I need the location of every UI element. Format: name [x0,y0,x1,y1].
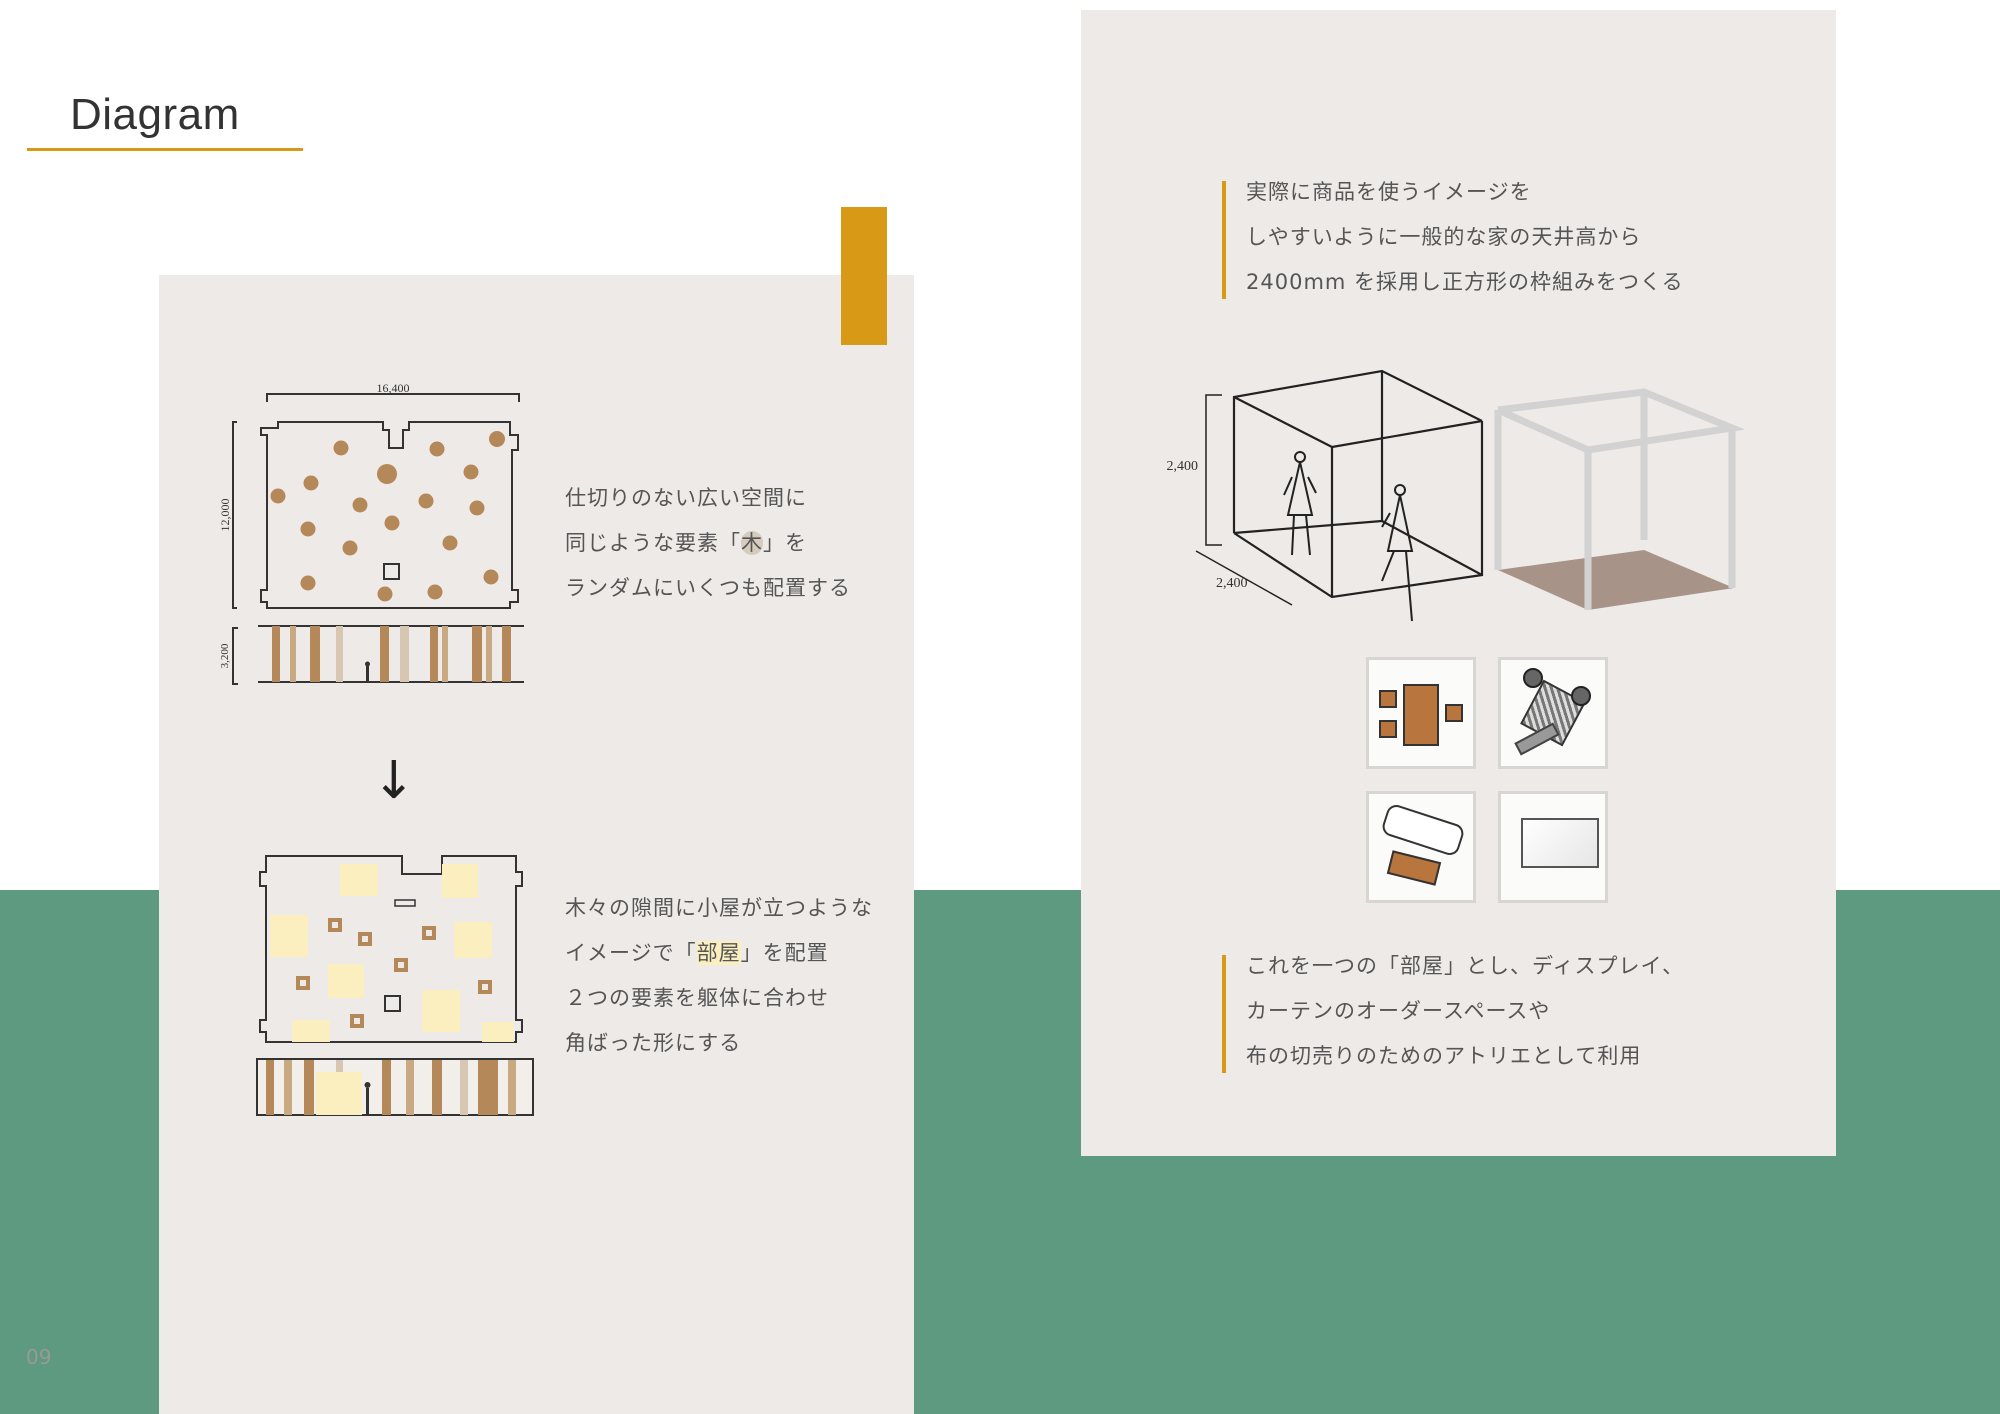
furniture-tile-sofa [1366,791,1476,903]
tree-section: 3,200 [219,625,524,685]
tree-text-line2: 同じような要素「木」を [565,531,807,555]
depth-dimension: 12,000 [218,499,232,532]
down-arrow-icon: ↓ [372,751,416,811]
tree-text-line3: ランダムにいくつも配置する [565,576,851,600]
tree-description: 仕切りのない広い空間に 同じような要素「木」を ランダムにいくつも配置する [565,476,851,611]
width-dimension: 16,400 [377,381,410,395]
tree-highlight: 木 [741,531,763,555]
cube-wireframe-diagram: 2,400 2,400 [1167,369,1484,622]
intro-accent-bar [1222,181,1226,299]
tree-floor-plan: 16,400 12,000 [218,381,520,609]
intro-line3: 2400mm を採用し正方形の枠組みをつくる [1246,270,1684,294]
room-text-line4: 角ばった形にする [565,1031,742,1055]
room-text-line3: ２つの要素を躯体に合わせ [565,986,829,1010]
room-frame-diagram [1494,388,1746,610]
intro-text: 実際に商品を使うイメージを しやすいように一般的な家の天井高から 2400mm … [1246,170,1684,305]
room-section [256,1058,534,1116]
room-description: 木々の隙間に小屋が立つような イメージで「部屋」を配置 ２つの要素を躯体に合わせ… [565,886,873,1066]
page-number: 09 [26,1345,52,1369]
left-panel [159,275,914,1414]
tree-text-line1: 仕切りのない広い空間に [565,486,807,510]
furniture-tile-display-panel [1498,791,1608,903]
orange-tab-accent [841,207,887,345]
title-underline [27,148,303,151]
furniture-tile-marble-table [1498,657,1608,769]
cube-width-dimension: 2,400 [1216,576,1248,591]
room-text-line2: イメージで「部屋」を配置 [565,941,829,965]
height-dimension: 3,200 [219,643,231,668]
outro-text: これを一つの「部屋」とし、ディスプレイ、 カーテンのオーダースペースや 布の切売… [1246,944,1684,1079]
intro-line1: 実際に商品を使うイメージを [1246,180,1532,204]
room-text-line1: 木々の隙間に小屋が立つような [565,896,873,920]
outro-accent-bar [1222,955,1226,1073]
page-title: Diagram [70,90,240,139]
outro-line2: カーテンのオーダースペースや [1246,999,1551,1023]
intro-line2: しやすいように一般的な家の天井高から [1246,225,1642,249]
outro-line3: 布の切売りのためのアトリエとして利用 [1246,1044,1642,1068]
furniture-tile-table [1366,657,1476,769]
outro-line1: これを一つの「部屋」とし、ディスプレイ、 [1246,954,1685,978]
cube-height-dimension: 2,400 [1167,459,1199,474]
room-floor-plan [259,855,523,1043]
room-highlight: 部屋 [696,941,741,965]
